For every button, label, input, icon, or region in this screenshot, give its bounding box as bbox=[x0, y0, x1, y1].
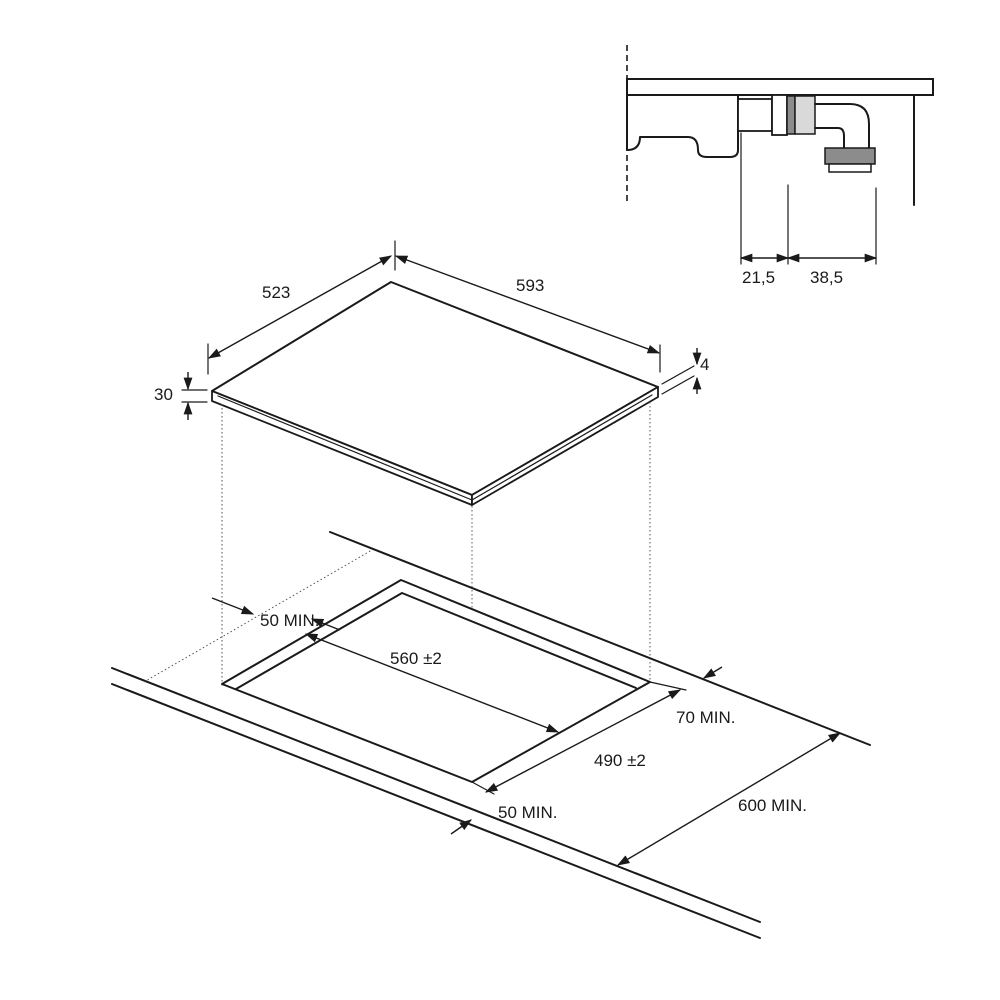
front-clearance-arrow bbox=[450, 819, 473, 835]
cutout-width-label: 560 ±2 bbox=[390, 649, 442, 668]
hob-edge-line-side bbox=[471, 394, 653, 501]
dimension-593 bbox=[394, 255, 661, 354]
glass-edge-label: 4 bbox=[700, 355, 709, 374]
worktop-section bbox=[626, 78, 934, 96]
side-clearance-arrow bbox=[702, 666, 723, 679]
connector-collar bbox=[771, 94, 788, 136]
dimension-490 bbox=[484, 689, 682, 793]
front-clearance-label: 50 MIN. bbox=[498, 803, 558, 822]
dimension-600 bbox=[616, 732, 842, 866]
hob-height-label: 30 bbox=[154, 385, 173, 404]
gas-connection-detail: 21,5 38,5 bbox=[626, 45, 934, 287]
elbow-nut bbox=[824, 147, 876, 165]
worktop bbox=[111, 531, 871, 939]
worktop-front-edge-top bbox=[111, 667, 761, 923]
hob-width-label: 593 bbox=[516, 276, 544, 295]
worktop-front-edge-bottom bbox=[111, 683, 761, 939]
elbow-outer bbox=[814, 103, 870, 149]
hob-edge-line bbox=[217, 395, 473, 501]
extension-line bbox=[661, 365, 695, 385]
connector-nut bbox=[794, 95, 816, 135]
elbow-thread bbox=[828, 163, 872, 173]
extension-line bbox=[471, 781, 495, 795]
cutout-dimensions: 560 ±2 50 MIN. 70 MIN. 490 ±2 50 MIN. 60… bbox=[211, 597, 842, 866]
gas-connection-length-label: 38,5 bbox=[810, 268, 843, 287]
dimension-523 bbox=[207, 255, 393, 359]
hob-dimensions: 523 593 30 4 bbox=[154, 240, 709, 420]
hob-glass-top bbox=[211, 281, 659, 496]
gas-connection-offset-label: 21,5 bbox=[742, 268, 775, 287]
connector-bushing bbox=[737, 98, 773, 132]
worktop-back-edge bbox=[329, 531, 871, 746]
rear-clearance-arrow bbox=[211, 597, 255, 615]
rear-clearance-label: 50 MIN. bbox=[260, 611, 320, 630]
extension-line bbox=[649, 681, 687, 691]
cutout-depth-label: 490 ±2 bbox=[594, 751, 646, 770]
hob-body-profile bbox=[626, 94, 739, 158]
side-clearance-label: 70 MIN. bbox=[676, 708, 736, 727]
worktop-depth-label: 600 MIN. bbox=[738, 796, 807, 815]
extension-line bbox=[661, 375, 695, 395]
rear-clearance-arrow-right bbox=[310, 618, 341, 631]
hob-depth-label: 523 bbox=[262, 283, 290, 302]
connector-nut-left bbox=[786, 95, 796, 135]
elbow-inner bbox=[814, 127, 845, 149]
